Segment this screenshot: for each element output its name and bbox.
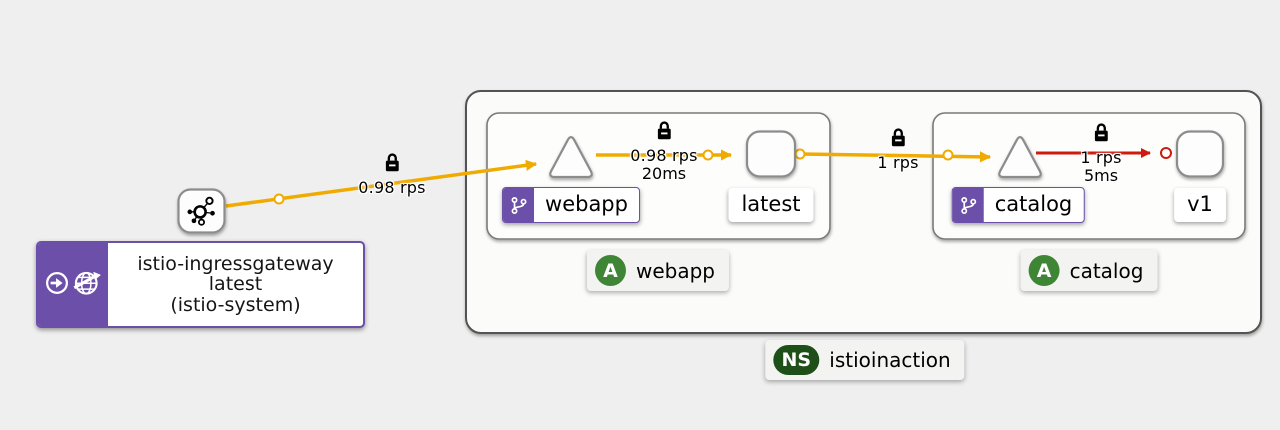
namespace-badge-istioinaction[interactable]: NS istioinaction <box>765 340 965 380</box>
arrow-circle-right-icon <box>45 271 69 299</box>
edge-rate: 1 rps <box>877 153 919 172</box>
edge-dot <box>273 193 285 205</box>
lock-icon <box>655 120 673 145</box>
app-badge-catalog[interactable]: A catalog <box>1020 250 1158 291</box>
code-branch-icon <box>952 188 984 222</box>
namespace-badge-label: istioinaction <box>829 348 951 372</box>
edge-latest-to-catalog[interactable] <box>799 151 992 163</box>
gateway-name: istio-ingressgateway <box>137 252 334 275</box>
node-label-webapp-service[interactable]: webapp <box>502 187 640 223</box>
app-icon: A <box>1028 255 1060 286</box>
lock-icon <box>889 127 907 152</box>
node-label-latest-workload[interactable]: latest <box>728 188 814 222</box>
edge-rate: 1 rps <box>1080 148 1122 167</box>
node-label-text: v1 <box>1187 192 1213 216</box>
node-label-text: catalog <box>994 192 1073 216</box>
service-node-webapp[interactable] <box>549 136 593 179</box>
edge-dot <box>1160 147 1172 159</box>
edge-label-gateway-to-webapp[interactable]: 0.98 rps <box>358 152 425 197</box>
node-label-text: latest <box>741 192 801 216</box>
gateway-node-title: istio-ingressgateway latest (istio-syste… <box>108 243 363 326</box>
edge-latency: 5ms <box>1083 166 1119 185</box>
edge-rate: 0.98 rps <box>630 146 698 165</box>
app-icon: A <box>594 255 626 286</box>
lock-icon <box>383 152 401 177</box>
mesh-icon <box>185 194 218 231</box>
edge-label-webapp-to-latest[interactable]: 0.98 rps 20ms <box>630 120 697 183</box>
app-badge-label: webapp <box>635 258 716 283</box>
edge-dot <box>702 149 714 161</box>
code-branch-icon <box>503 188 535 222</box>
edge-rate: 0.98 rps <box>358 178 426 197</box>
workload-node-v1[interactable] <box>1175 130 1225 178</box>
edge-dot <box>942 149 954 161</box>
node-label-catalog-service[interactable]: catalog <box>951 187 1085 223</box>
app-badge-webapp[interactable]: A webapp <box>586 250 730 291</box>
edge-dot <box>794 148 806 160</box>
namespace-icon: NS <box>773 345 820 375</box>
gateway-namespace: (istio-system) <box>170 293 301 316</box>
node-label-v1-workload[interactable]: v1 <box>1174 188 1226 222</box>
globe-arrow-icon <box>72 269 102 300</box>
gateway-badges <box>38 243 108 326</box>
workload-node-latest[interactable] <box>745 130 797 178</box>
edge-latency: 20ms <box>641 164 687 183</box>
node-label-text: webapp <box>545 192 628 216</box>
gateway-version: latest <box>208 273 263 296</box>
lock-icon <box>1092 122 1110 147</box>
gateway-node-label[interactable]: istio-ingressgateway latest (istio-syste… <box>36 241 365 328</box>
edge-label-catalog-to-v1[interactable]: 1 rps 5ms <box>1080 122 1121 185</box>
app-badge-label: catalog <box>1069 258 1144 283</box>
service-node-catalog[interactable] <box>998 136 1042 179</box>
edge-label-latest-to-catalog[interactable]: 1 rps <box>877 127 918 172</box>
